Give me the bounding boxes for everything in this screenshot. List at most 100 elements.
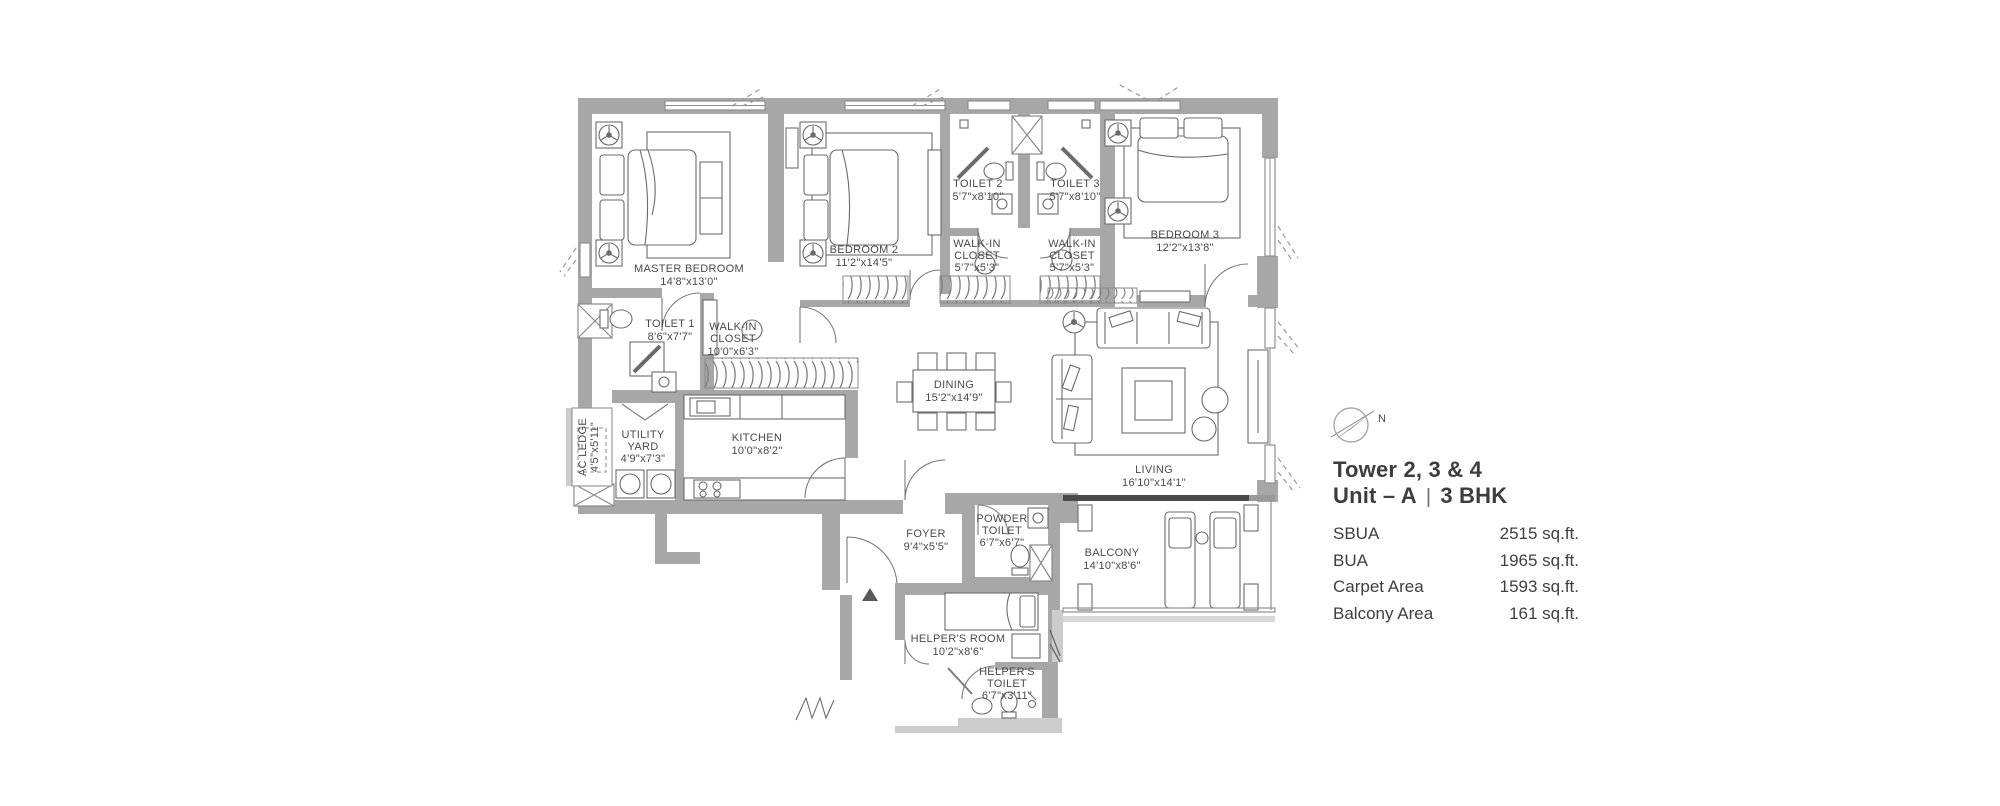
room-label: WALK-IN — [709, 321, 757, 333]
room-dims: 8'6"x7'7" — [648, 331, 693, 343]
room-dims: 5'7"x5'3" — [955, 262, 1000, 274]
room-dims: 10'2"x8'6" — [932, 646, 983, 658]
ac-ledge — [571, 407, 613, 487]
area-value: 2515 sq.ft. — [1499, 524, 1579, 543]
room-labels: MASTER BEDROOM 14'8"x13'0" BEDROOM 2 11'… — [577, 178, 1219, 702]
wardrobe-hatching — [704, 275, 1138, 389]
room-label: CLOSET — [710, 333, 756, 345]
ceiling-fan-icon — [802, 124, 824, 146]
room-dims: 4'9"x7'3" — [621, 453, 666, 465]
area-label: Carpet Area — [1333, 577, 1424, 596]
room-dims: 10'0"x8'2" — [731, 445, 782, 457]
room-label: UTILITY — [621, 429, 664, 441]
room-label: YARD — [628, 441, 659, 453]
dining-table — [896, 352, 1012, 431]
area-table: SBUA 2515 sq.ft. BUA 1965 sq.ft. Carpet … — [1333, 521, 1579, 627]
north-compass-icon: N — [1330, 407, 1386, 443]
room-label: HELPER'S — [979, 666, 1035, 678]
room-dims: 5'7"x5'3" — [1050, 262, 1095, 274]
room-dims: 11'2"x14'5" — [836, 257, 893, 269]
area-row: BUA 1965 sq.ft. — [1333, 548, 1579, 575]
bedroom2-bed — [785, 121, 942, 267]
ceiling-fan-icon — [598, 124, 620, 146]
ceiling-fan-icon — [802, 242, 824, 264]
helpers-bed — [944, 592, 1061, 663]
room-label: DINING — [934, 379, 974, 391]
powder-fixtures — [1010, 507, 1049, 576]
room-label: TOILET 3 — [1050, 178, 1100, 190]
light-slabs — [566, 408, 1275, 733]
room-label: TOILET — [982, 525, 1022, 537]
bhk-label: 3 BHK — [1440, 483, 1508, 508]
room-dims: 15'2"x14'9" — [925, 392, 983, 404]
balcony-loungers — [1077, 504, 1259, 611]
title-separator: | — [1425, 486, 1432, 508]
room-label: WALK-IN — [953, 238, 1001, 250]
room-dims: 14'8"x13'0" — [660, 276, 718, 288]
ceiling-fan-icon — [1107, 122, 1129, 144]
helpers-toilet-fixtures — [971, 691, 1037, 719]
room-label: POWDER — [976, 513, 1027, 525]
room-dims: 12'2"x13'8" — [1156, 242, 1214, 254]
area-label: SBUA — [1333, 524, 1380, 543]
room-label: AC LEDGE — [577, 418, 589, 476]
stairs — [795, 696, 835, 721]
room-label: LIVING — [1135, 464, 1173, 476]
room-dims: 10'0"x6'3" — [707, 346, 758, 358]
area-label: Balcony Area — [1333, 603, 1434, 623]
room-dims: 5'7"x8'10" — [1049, 191, 1100, 203]
balcony-structure — [1062, 495, 1276, 613]
area-value: 1965 sq.ft. — [1499, 550, 1579, 570]
doors — [621, 227, 1249, 700]
room-dims: 6'7"x6'7" — [980, 537, 1025, 549]
toilet2-fixtures — [956, 119, 1014, 215]
wic-stool — [1051, 249, 1073, 271]
area-row: Carpet Area 1593 sq.ft. — [1333, 574, 1579, 601]
room-label: CLOSET — [954, 250, 1000, 262]
room-label: WALK-IN — [1048, 238, 1096, 250]
tower-title: Tower 2, 3 & 4 — [1333, 457, 1483, 482]
room-label: FOYER — [906, 528, 945, 540]
area-label: BUA — [1333, 550, 1368, 570]
area-row: Balcony Area 161 sq.ft. — [1333, 601, 1579, 628]
room-label: TOILET 1 — [645, 318, 695, 330]
room-label: BEDROOM 2 — [830, 244, 899, 256]
room-dims: 16'10"x14'1" — [1122, 477, 1186, 489]
window-swing-marks — [559, 83, 1301, 493]
toilet1-fixtures — [599, 309, 677, 393]
unit-info-panel: Tower 2, 3 & 4 Unit – A | 3 BHK SBUA 2515 … — [1333, 457, 1579, 627]
toilet3-fixtures — [1036, 119, 1094, 215]
area-row: SBUA 2515 sq.ft. — [1333, 521, 1579, 548]
furniture — [595, 117, 1269, 721]
ceiling-fan-icon — [598, 242, 620, 264]
area-value: 161 sq.ft. — [1509, 603, 1579, 623]
room-label: TOILET — [987, 678, 1027, 690]
room-dims: 4'5"x5'11" — [589, 422, 601, 472]
room-dims: 6'7"x3'11" — [982, 690, 1032, 702]
room-label: KITCHEN — [732, 432, 782, 444]
room-dims: 14'10"x8'6" — [1083, 560, 1141, 572]
room-label: CLOSET — [1049, 250, 1095, 262]
master-bed — [595, 121, 731, 267]
living-sofa-set — [1051, 307, 1269, 456]
ceiling-fan-icon — [1107, 200, 1129, 222]
wic-stool — [741, 319, 763, 341]
wic-stool — [974, 253, 996, 275]
area-value: 1593 sq.ft. — [1499, 577, 1579, 596]
room-label: BEDROOM 3 — [1151, 229, 1220, 241]
room-dims: 5'7"x8'10" — [952, 191, 1003, 203]
room-label: HELPER'S ROOM — [911, 633, 1006, 645]
unit-label: Unit – A — [1333, 483, 1417, 508]
room-label: BALCONY — [1085, 547, 1140, 559]
ceiling-fan-icon — [1062, 310, 1086, 334]
utility-washers — [615, 469, 676, 499]
room-label: TOILET 2 — [953, 178, 1003, 190]
room-dims: 9'4"x5'5" — [904, 541, 949, 553]
unit-title: Unit – A | 3 BHK — [1333, 483, 1579, 510]
windows — [559, 83, 1301, 582]
north-label: N — [1378, 413, 1386, 425]
room-label: MASTER BEDROOM — [634, 263, 744, 275]
wic-dresser — [702, 299, 718, 356]
